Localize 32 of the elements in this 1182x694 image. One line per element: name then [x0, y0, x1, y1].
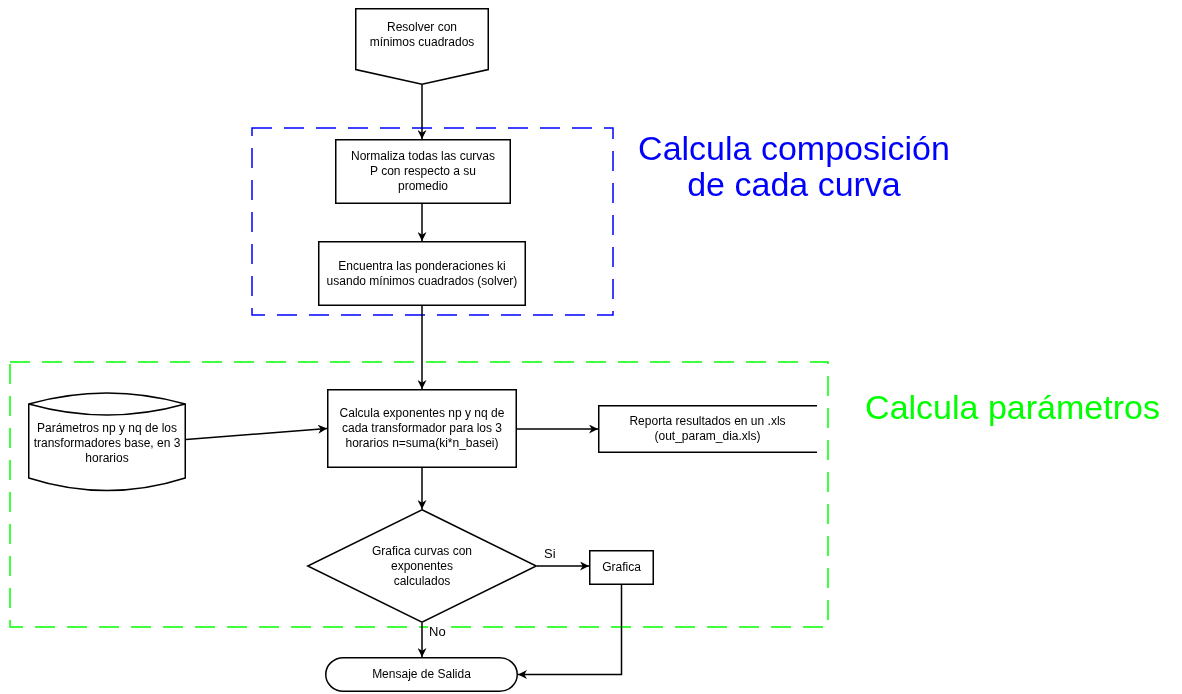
- process-box: [318, 241, 526, 306]
- arrow: [417, 305, 427, 390]
- group-heading: Calcula parámetros: [865, 389, 1160, 425]
- node-label: Grafica: [602, 560, 641, 575]
- node-label: Mensaje de Salida: [372, 667, 471, 682]
- terminator: [325, 657, 518, 692]
- edge-label: No: [428, 624, 447, 639]
- process-box: [589, 550, 654, 585]
- node-label: Parámetros np y nq de los transformadores base, en 3 horarios: [32, 421, 182, 466]
- arrow: [517, 584, 623, 679]
- node-label: Normaliza todas las curvas P con respecto a su promedio: [349, 149, 497, 194]
- node-label: Resolver con mínimos cuadrados: [368, 20, 476, 50]
- offpage-connector: [355, 8, 489, 85]
- arrow: [417, 467, 427, 510]
- node-label: Grafica curvas con exponentes calculados: [370, 543, 473, 589]
- dashed-group: [252, 128, 613, 315]
- node-label: Calcula exponentes np y nq de cada transformador para los 3 horarios n=suma(ki*n_basei): [338, 406, 506, 451]
- decision-diamond: [307, 509, 537, 623]
- dashed-group: [10, 362, 828, 627]
- group-heading: Calcula composición de cada curva: [637, 130, 951, 202]
- arrow: [185, 424, 328, 441]
- node-label: Encuentra las ponderaciones ki usando mínimos cuadrados (solver): [325, 258, 519, 289]
- arrow: [417, 203, 427, 242]
- arrow: [536, 561, 590, 571]
- output-box: [598, 405, 817, 453]
- node-label: Reporta resultados en un .xls (out_param_dia.xls): [628, 414, 787, 444]
- arrow: [417, 622, 427, 658]
- arrow: [516, 424, 599, 434]
- process-box: [327, 389, 517, 468]
- edge-label: Si: [543, 546, 557, 561]
- process-box: [335, 139, 511, 204]
- arrow: [417, 84, 427, 140]
